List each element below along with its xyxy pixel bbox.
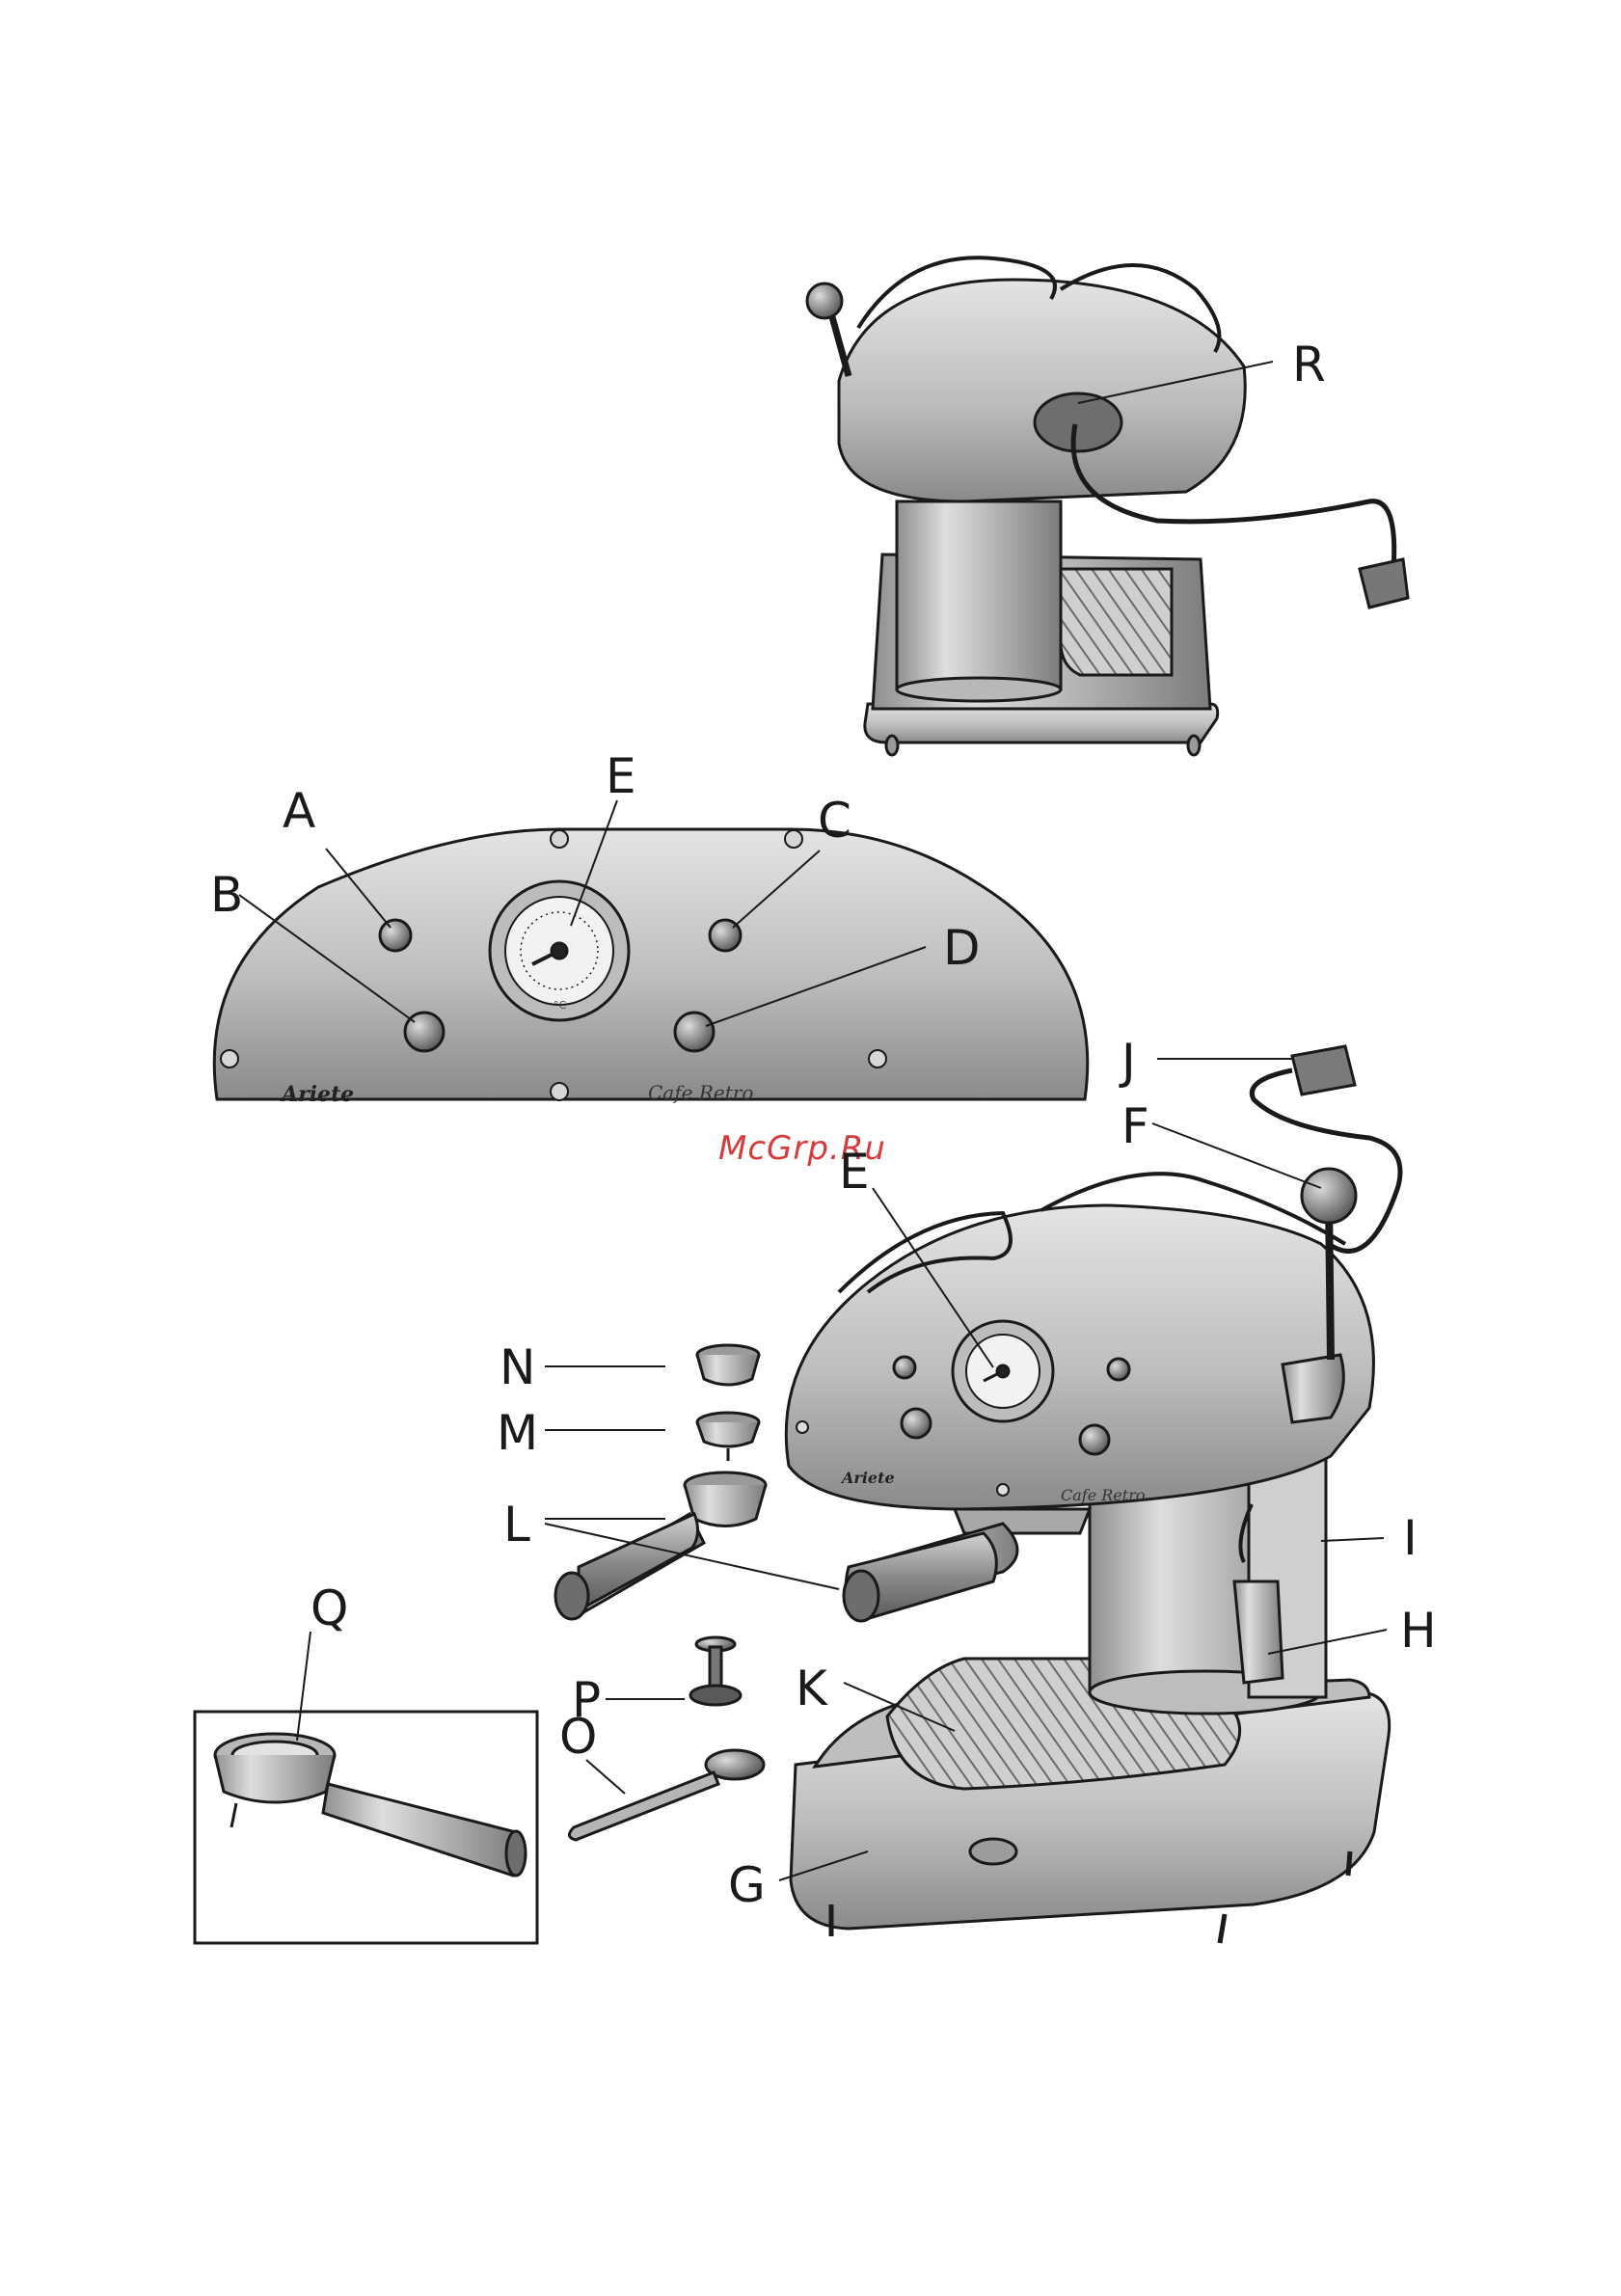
front-brand-logo: Ariete xyxy=(840,1469,895,1487)
label-a: A xyxy=(283,783,315,839)
label-e-front: E xyxy=(839,1144,870,1200)
gauge-unit: °C xyxy=(554,999,567,1012)
label-r: R xyxy=(1292,337,1326,392)
panel-model-logo: Cafe Retro xyxy=(648,1081,753,1104)
label-e-panel: E xyxy=(606,748,636,804)
label-l: L xyxy=(503,1497,530,1553)
label-j: J xyxy=(1119,1034,1136,1090)
label-q: Q xyxy=(311,1580,348,1636)
label-c: C xyxy=(818,793,851,849)
label-n: N xyxy=(500,1339,535,1395)
label-i: I xyxy=(1403,1510,1418,1566)
label-k: K xyxy=(796,1661,828,1716)
front-model-logo: Cafe Retro xyxy=(1061,1486,1145,1504)
label-f: F xyxy=(1121,1098,1149,1154)
label-m: M xyxy=(497,1405,538,1461)
button-d xyxy=(675,1013,714,1051)
panel-brand-logo: Ariete xyxy=(280,1082,354,1107)
label-b: B xyxy=(210,867,243,923)
label-h: H xyxy=(1400,1603,1437,1659)
accessories xyxy=(555,1345,766,1840)
rear-view-machine xyxy=(807,257,1408,755)
label-o: O xyxy=(559,1709,597,1765)
label-d: D xyxy=(943,920,981,976)
button-a xyxy=(380,920,411,951)
label-g: G xyxy=(728,1857,766,1913)
